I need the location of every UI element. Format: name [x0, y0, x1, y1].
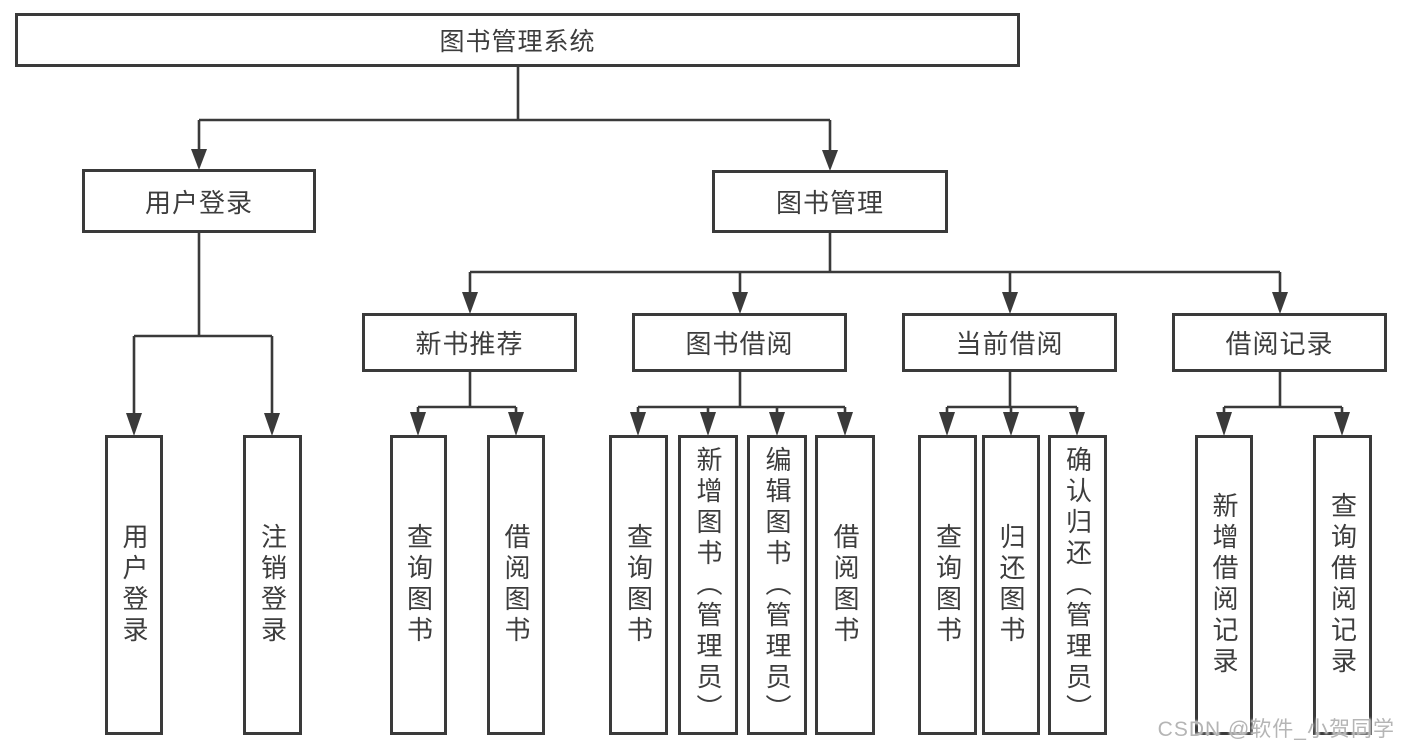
node-label: 新增借阅记录: [1209, 492, 1239, 678]
leaf-edit-book-admin: 编辑图书（管理员）: [747, 435, 807, 735]
node-borrow-records: 借阅记录: [1172, 313, 1387, 372]
node-user-login: 用户登录: [82, 169, 316, 233]
node-label: 新增图书（管理员）: [693, 445, 723, 725]
node-label: 图书管理: [775, 188, 884, 218]
leaf-logout: 注销登录: [243, 435, 302, 735]
leaf-confirm-return-admin: 确认归还（管理员）: [1048, 435, 1107, 735]
leaf-borrow-books-2: 借阅图书: [815, 435, 875, 735]
csdn-watermark: CSDN @软件_小贺同学: [1157, 718, 1395, 741]
leaf-borrow-books-1: 借阅图书: [487, 435, 545, 735]
leaf-query-borrow-record: 查询借阅记录: [1313, 435, 1372, 735]
node-label: 用户登录: [144, 187, 253, 218]
node-label: 借阅图书: [830, 523, 860, 647]
node-label: 注销登录: [257, 523, 288, 647]
leaf-query-books-3: 查询图书: [918, 435, 977, 735]
node-root-library-system: 图书管理系统: [15, 13, 1020, 67]
node-label: 图书管理系统: [439, 28, 596, 56]
node-current-borrow: 当前借阅: [902, 313, 1117, 372]
leaf-user-login: 用户登录: [105, 435, 163, 735]
leaf-add-borrow-record: 新增借阅记录: [1195, 435, 1253, 735]
leaf-add-book-admin: 新增图书（管理员）: [678, 435, 738, 735]
node-label: 借阅记录: [1225, 329, 1334, 359]
leaf-query-books-1: 查询图书: [390, 435, 447, 735]
node-label: 确认归还（管理员）: [1062, 445, 1093, 725]
node-label: 查询图书: [623, 523, 654, 647]
node-label: 用户登录: [119, 523, 149, 647]
node-label: 编辑图书（管理员）: [762, 445, 792, 725]
node-label: 查询借阅记录: [1327, 492, 1358, 678]
node-label: 当前借阅: [955, 329, 1064, 359]
node-label: 新书推荐: [415, 329, 524, 359]
node-book-borrow: 图书借阅: [632, 313, 847, 372]
leaf-query-books-2: 查询图书: [609, 435, 668, 735]
node-label: 查询图书: [932, 523, 963, 647]
node-label: 借阅图书: [501, 523, 531, 647]
node-label: 查询图书: [403, 523, 434, 647]
node-book-management: 图书管理: [712, 170, 948, 233]
node-label: 归还图书: [996, 523, 1026, 647]
node-new-book-recommend: 新书推荐: [362, 313, 577, 372]
leaf-return-book: 归还图书: [982, 435, 1040, 735]
node-label: 图书借阅: [685, 329, 794, 359]
